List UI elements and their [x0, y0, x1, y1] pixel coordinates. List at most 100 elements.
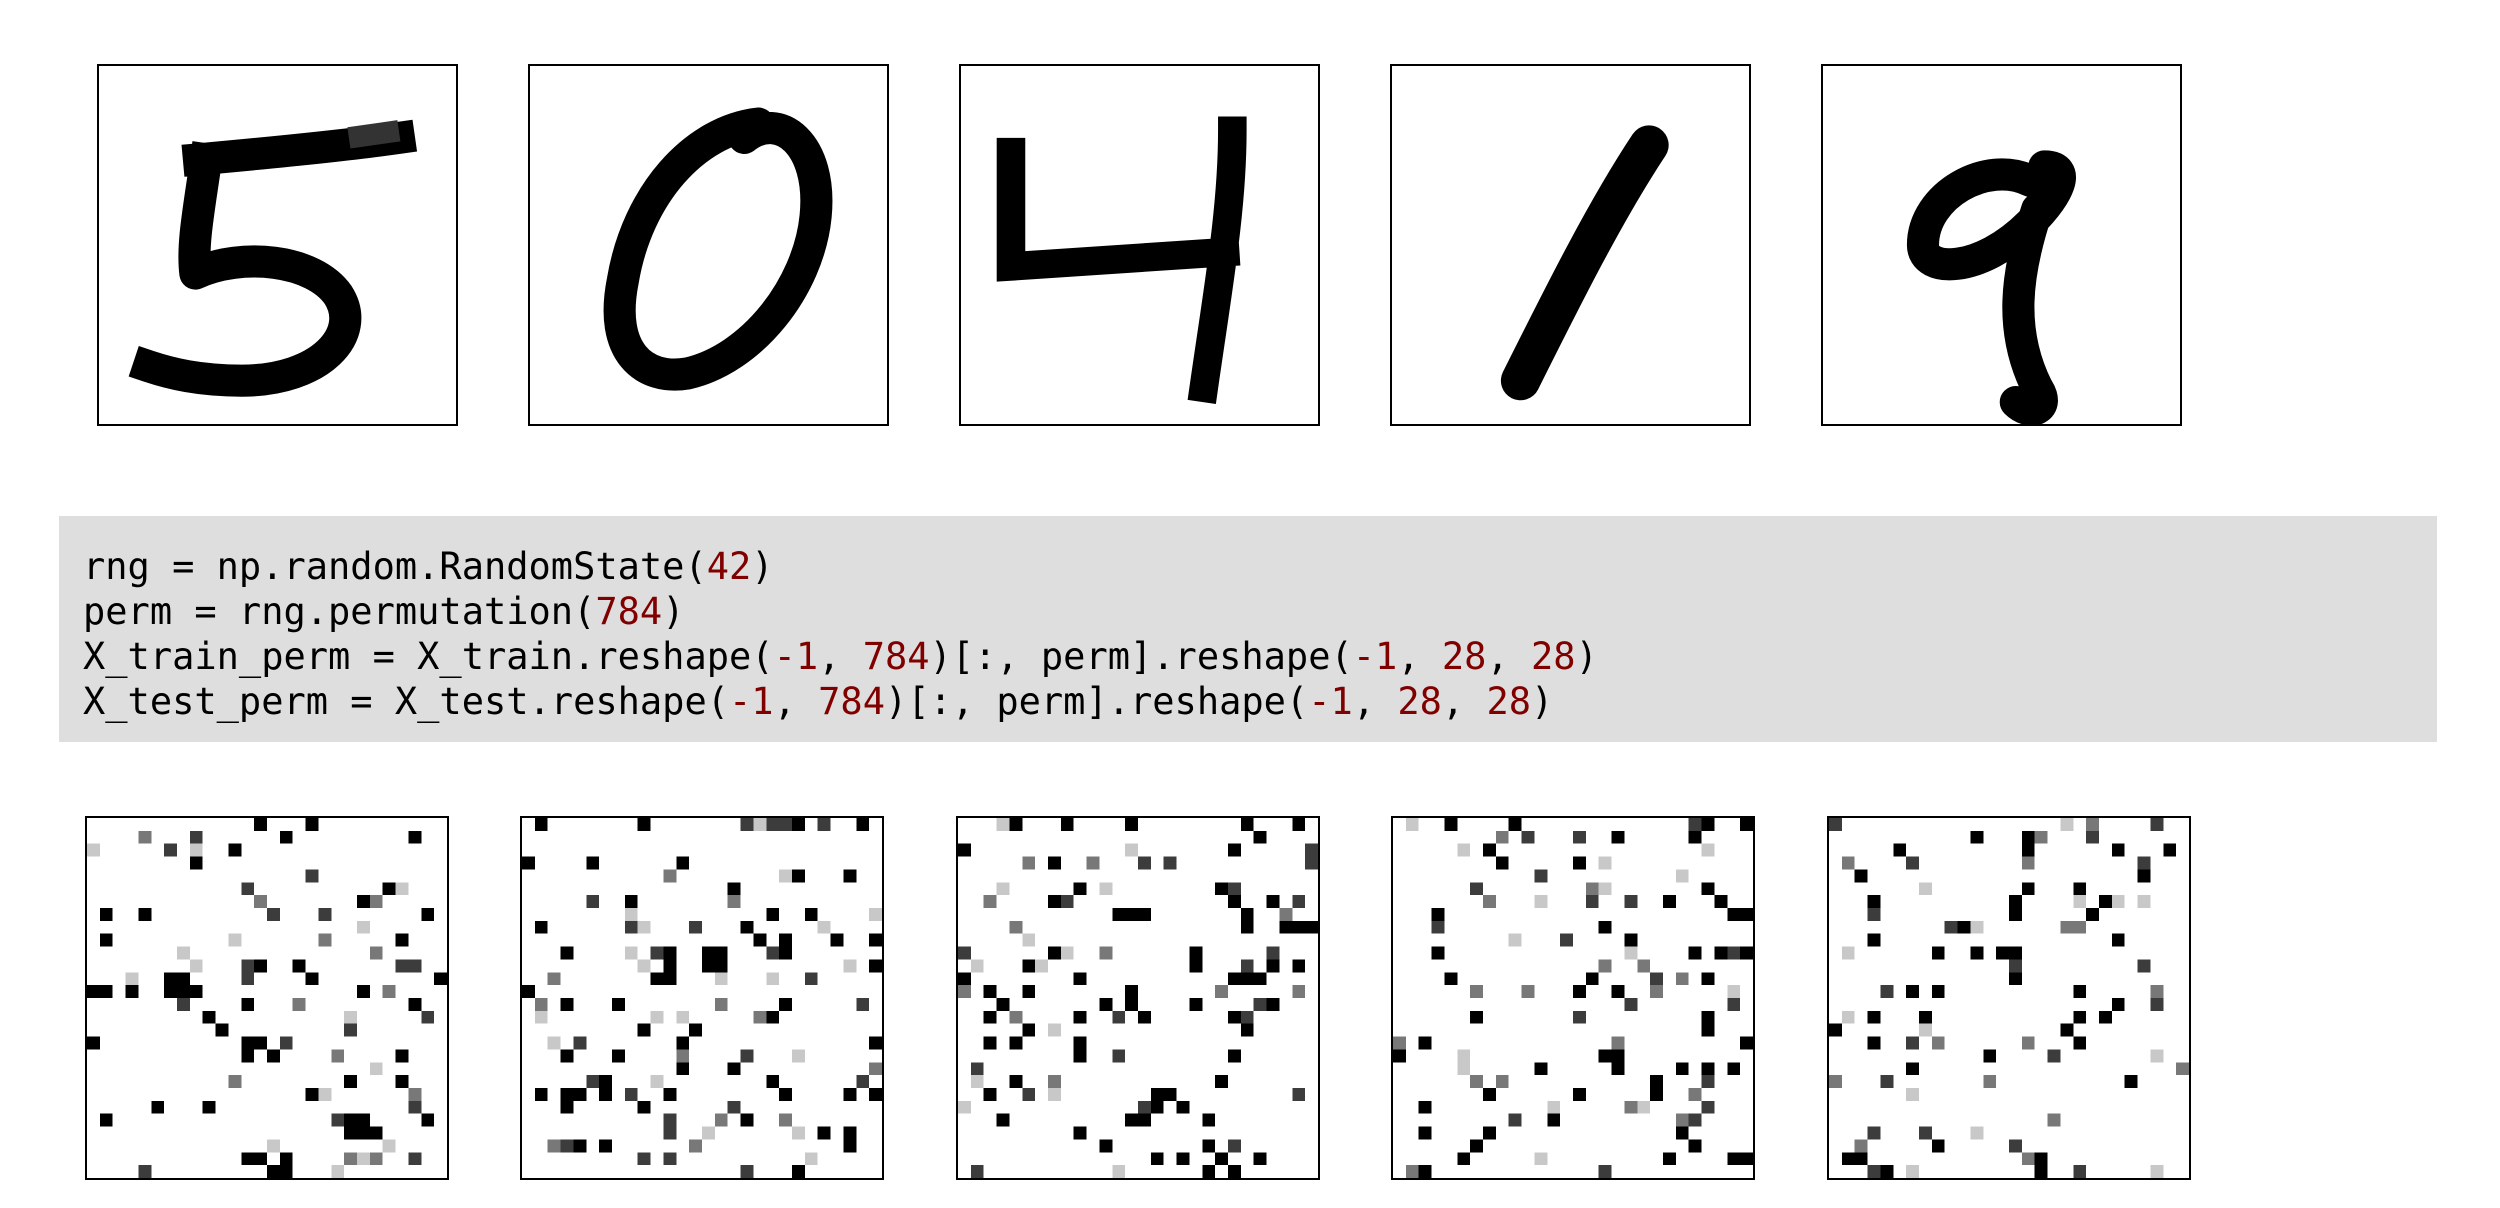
pixel — [2150, 985, 2164, 998]
pixel — [727, 1062, 741, 1076]
pixel — [1125, 908, 1138, 921]
pixel — [2137, 895, 2151, 908]
pixel — [1022, 856, 1036, 870]
pixel — [714, 959, 728, 973]
code-token: )[:, perm].reshape( — [929, 635, 1353, 678]
pixel — [1701, 972, 1715, 986]
pixel — [395, 959, 409, 973]
pixel — [87, 843, 100, 857]
pixel — [318, 908, 332, 921]
pixel — [241, 882, 255, 896]
pixel — [573, 1139, 587, 1153]
pixel — [1727, 908, 1741, 921]
pixel — [1112, 1049, 1126, 1063]
pixel — [714, 972, 728, 986]
code-line: X_train_perm = X_train.reshape(-1, 784)[… — [83, 634, 2437, 679]
pixel — [599, 1088, 612, 1101]
pixel — [1573, 830, 1586, 844]
pixel — [1240, 818, 1254, 831]
pixel — [1253, 998, 1267, 1011]
pixel — [267, 1165, 280, 1178]
pixel — [1906, 1036, 1919, 1050]
pixel — [241, 1036, 255, 1050]
pixel — [843, 1088, 857, 1101]
pixel — [1675, 1126, 1689, 1140]
pixel — [177, 972, 190, 986]
pixel — [1444, 972, 1458, 986]
pixel — [804, 1152, 818, 1166]
pixel — [1022, 1088, 1036, 1101]
pixel — [2021, 856, 2035, 870]
pixel — [663, 972, 677, 986]
pixel — [1215, 882, 1228, 896]
pixel — [189, 856, 203, 870]
pixel — [1228, 843, 1241, 857]
pixel — [650, 946, 664, 960]
pixel — [254, 959, 267, 973]
pixel — [2111, 998, 2125, 1011]
pixel — [1393, 1049, 1406, 1063]
code-number-token: 28 — [1397, 680, 1442, 723]
pixel — [1701, 882, 1715, 896]
pixel — [637, 959, 651, 973]
pixel — [1919, 882, 1932, 896]
pixel — [1483, 843, 1496, 857]
pixel — [1253, 1152, 1267, 1166]
pixel — [624, 908, 638, 921]
pixel — [1125, 1113, 1138, 1127]
pixel — [241, 998, 255, 1011]
pixel — [1393, 1036, 1406, 1050]
pixel — [1701, 1075, 1715, 1088]
pixel — [1073, 882, 1087, 896]
permuted-pixel-grid-icon — [522, 818, 882, 1178]
pixel — [395, 1049, 409, 1063]
pixel — [1009, 818, 1023, 831]
code-token: ) — [662, 590, 685, 633]
pixel — [1573, 1088, 1586, 1101]
pixel — [970, 959, 984, 973]
pixel — [2073, 985, 2087, 998]
pixel — [267, 1139, 280, 1153]
pixel — [817, 920, 831, 934]
pixel — [1701, 1010, 1715, 1024]
pixel — [612, 998, 625, 1011]
pixel — [1292, 1088, 1306, 1101]
pixel — [202, 1100, 216, 1114]
pixel — [421, 908, 435, 921]
pixel — [1112, 1010, 1126, 1024]
pixel — [1931, 985, 1945, 998]
pixel — [958, 985, 971, 998]
pixel — [305, 818, 319, 831]
pixel — [2111, 843, 2125, 857]
pixel — [177, 998, 190, 1011]
pixel — [599, 1075, 612, 1088]
pixel — [869, 959, 882, 973]
pixel — [164, 985, 177, 998]
pixel — [1714, 895, 1728, 908]
pixel — [534, 1088, 548, 1101]
pixel — [1266, 946, 1280, 960]
pixel — [1714, 946, 1728, 960]
pixel — [2137, 856, 2151, 870]
digit-panel-9 — [1821, 64, 2182, 426]
pixel — [1470, 1010, 1483, 1024]
pixel — [2137, 959, 2151, 973]
pixel — [408, 1152, 422, 1166]
pixel — [228, 843, 242, 857]
code-number-token: 28 — [1531, 635, 1576, 678]
pixel — [1483, 895, 1496, 908]
pixel — [2111, 895, 2125, 908]
pixel — [740, 1113, 754, 1127]
pixel — [369, 1062, 383, 1076]
pixel — [766, 908, 780, 921]
pixel — [1418, 1126, 1432, 1140]
pixel — [996, 818, 1010, 831]
pixel — [663, 959, 677, 973]
pixel — [1598, 959, 1612, 973]
pixel — [766, 946, 780, 960]
pixel — [408, 1088, 422, 1101]
pixel — [1521, 985, 1535, 998]
pixel — [1202, 1165, 1216, 1178]
pixel — [344, 1113, 357, 1127]
pixel — [663, 1126, 677, 1140]
